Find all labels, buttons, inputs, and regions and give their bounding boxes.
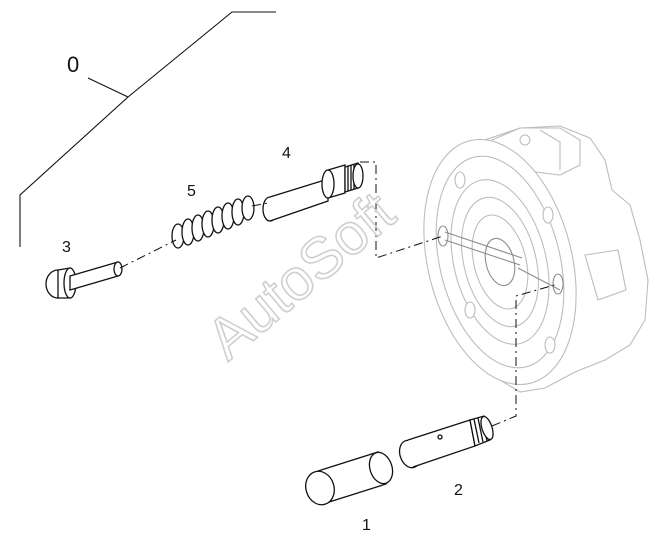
centerlines: [119, 161, 559, 427]
part-1-cylinder: [305, 451, 394, 506]
assembly-leader-line: [19, 11, 276, 247]
part-4-valve-sleeve: [262, 162, 364, 222]
callout-2: 2: [454, 482, 463, 499]
part-5-spring: [171, 195, 255, 249]
callout-5: 5: [187, 183, 196, 200]
callout-0: 0: [67, 52, 79, 77]
callout-1: 1: [362, 517, 371, 534]
pump-housing: [423, 125, 649, 393]
callout-3: 3: [62, 239, 71, 256]
part-3-plug: [45, 261, 123, 299]
callout-4: 4: [282, 145, 291, 162]
part-2-threaded-tube: [398, 415, 494, 469]
